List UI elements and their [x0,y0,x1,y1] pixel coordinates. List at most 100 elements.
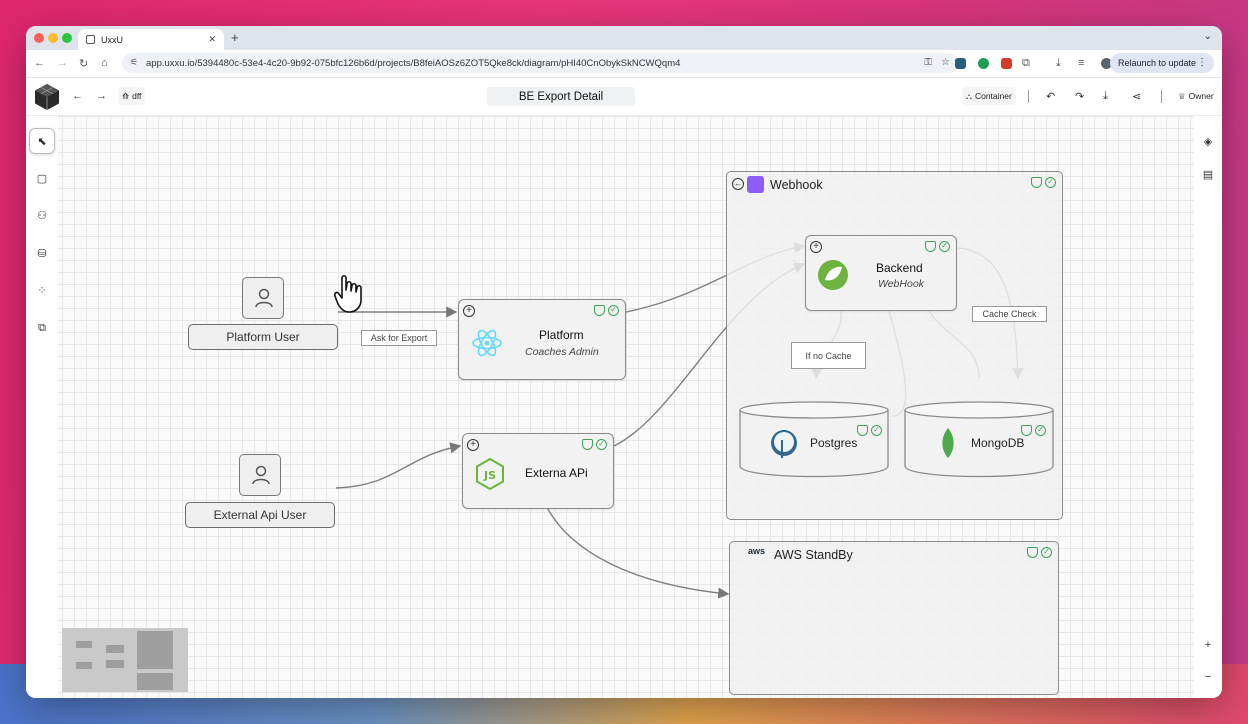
react-logo-icon [472,329,502,357]
aws-standby-group[interactable]: aws AWS StandBy ✓ [729,541,1059,695]
platform-user-avatar-box[interactable] [242,277,284,319]
branch-icon: ⟰ [122,90,130,101]
postgres-title: Postgres [810,436,858,450]
backend-subtitle: WebHook [878,278,924,290]
browser-tab[interactable]: UxxU ✕ [78,29,224,50]
branch-chip[interactable]: ⟰ dff [118,87,146,105]
add-icon[interactable]: + [467,439,479,451]
check-circle-icon: ✓ [596,439,607,450]
download-icon[interactable]: ⤓ [1103,90,1108,102]
tab-search-chevron-icon[interactable]: ⌄ [1203,31,1212,42]
check-circle-icon: ✓ [871,425,882,436]
forward-icon[interactable]: → [57,57,68,69]
minimap-node [106,660,124,668]
extensions-puzzle-icon[interactable]: ⧉ [1022,57,1030,69]
more-menu-icon[interactable]: ⋮ [1197,57,1207,68]
owner-label: Owner [1188,91,1214,101]
close-window-button[interactable] [34,33,44,43]
undo-icon[interactable]: ↶ [1046,91,1056,103]
new-tab-icon[interactable]: + [231,30,239,45]
person-tool-icon[interactable]: ⚇ [37,209,47,222]
check-circle-icon: ✓ [608,305,619,316]
extension-icon[interactable] [955,58,966,69]
external-api-user-label[interactable]: External Api User [185,502,335,528]
minimize-window-button[interactable] [48,33,58,43]
spring-logo-icon [818,260,848,290]
check-circle-icon: ✓ [939,241,950,252]
externa-api-node[interactable]: + ✓ JS Externa APi [462,433,614,509]
platform-title: Platform [539,328,584,342]
shield-icon [594,305,605,316]
diagram-title[interactable]: BE Export Detail [487,87,635,106]
grammarly-extension-icon[interactable] [978,58,989,69]
media-queue-icon[interactable]: ≡ [1078,57,1085,69]
layers-icon[interactable]: ◈ [1203,135,1213,148]
hand-cursor-icon [334,274,362,313]
platform-node[interactable]: + ✓ Platform Coaches Admin [458,299,626,380]
edge-label-if-no-cache[interactable]: If no Cache [791,342,866,369]
diagram-canvas[interactable]: ⬉ ▢ ⚇ ⛁ ⁘ ⧉ ◈ ▤ + − ⊙ [26,116,1222,698]
minimap-node [106,645,124,653]
add-icon[interactable]: + [463,305,475,317]
container-button[interactable]: ⛬ Container [962,87,1016,105]
divider [1028,90,1029,103]
minimap-node [76,641,92,648]
platform-user-label[interactable]: Platform User [188,324,338,350]
zoom-in-icon[interactable]: + [1204,639,1212,651]
extension-s-icon[interactable] [1001,58,1012,69]
tab-title: UxxU [101,34,123,45]
minimap-node [76,662,92,669]
group-tool-icon[interactable]: ⧉ [38,321,46,334]
url-field[interactable]: ⚟ app.uxxu.io/5394480c-53e4-4c20-9b92-07… [122,53,958,73]
check-circle-icon: ✓ [1045,177,1056,188]
webhook-icon [747,176,764,193]
components-tool-icon[interactable]: ⁘ [37,284,47,297]
edge-label-cache-check[interactable]: Cache Check [972,306,1047,322]
externa-api-title: Externa APi [525,466,588,480]
close-tab-icon[interactable]: ✕ [208,34,216,44]
components-panel-icon[interactable]: ▤ [1202,168,1214,181]
rectangle-tool-icon[interactable]: ▢ [36,172,48,185]
divider [1161,90,1162,103]
uxxu-logo-icon[interactable] [32,82,62,112]
relaunch-button[interactable]: Relaunch to update ⋮ [1110,53,1214,73]
external-api-user-avatar-box[interactable] [239,454,281,496]
owner-button[interactable]: ♕ Owner [1174,87,1218,105]
group-status-badges: ✓ [1031,177,1056,188]
container-label: Container [974,91,1012,101]
left-toolbar: ⬉ ▢ ⚇ ⛁ ⁘ ⧉ [26,116,58,698]
backend-node[interactable]: + ✓ Backend WebHook [805,235,957,311]
redo-icon[interactable]: ↷ [1075,91,1085,103]
svg-text:JS: JS [483,469,496,482]
url-text: app.uxxu.io/5394480c-53e4-4c20-9b92-075b… [146,57,681,69]
backend-title: Backend [876,261,923,275]
crown-icon: ♕ [1178,90,1186,101]
minimap-group [137,673,173,690]
mongodb-cylinder[interactable] [903,400,1055,480]
minimap-group [137,631,173,669]
mongodb-title: MongoDB [971,436,1025,450]
profile-avatar[interactable] [1101,58,1112,69]
share-icon[interactable]: ⋖ [1132,91,1142,103]
edge-label-ask-for-export[interactable]: Ask for Export [361,330,437,346]
bookmark-star-icon[interactable]: ☆ [941,57,950,68]
database-tool-icon[interactable]: ⛁ [37,247,47,260]
password-key-icon[interactable]: ⚿ [924,57,932,68]
select-tool-icon[interactable]: ⬉ [29,128,55,154]
zoom-out-icon[interactable]: − [1204,671,1212,683]
nav-forward-icon[interactable]: → [96,90,107,102]
undo-nav-back-icon[interactable]: ← [72,90,83,102]
minimap[interactable] [62,628,188,692]
shield-icon [1031,177,1042,188]
add-icon[interactable]: + [810,241,822,253]
reload-icon[interactable]: ↻ [79,58,89,70]
home-icon[interactable]: ⌂ [101,57,108,69]
postgres-cylinder[interactable] [738,400,890,480]
download-icon[interactable]: ⤓ [1056,57,1061,69]
collapse-icon[interactable]: ← [732,178,744,190]
maximize-window-button[interactable] [62,33,72,43]
shield-icon [1021,425,1032,436]
uxxu-favicon-icon [86,35,95,44]
site-settings-icon[interactable]: ⚟ [130,57,139,67]
back-icon[interactable]: ← [34,57,45,69]
